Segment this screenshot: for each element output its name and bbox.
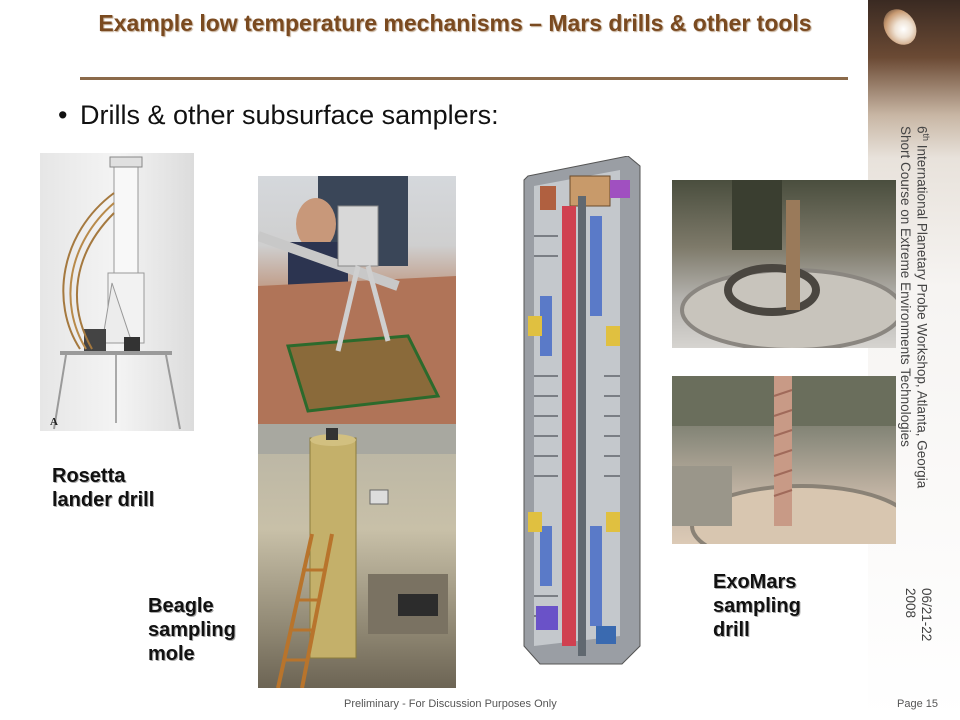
rosetta-drill-photo: A xyxy=(40,153,194,431)
page-number: Page 15 xyxy=(897,698,938,710)
title-underline xyxy=(80,77,848,80)
footer-disclaimer: Preliminary - For Discussion Purposes On… xyxy=(344,698,557,710)
date-line-2: 2008 xyxy=(903,588,918,619)
exomars-drill-cutaway xyxy=(510,156,652,666)
workshop-line-1: 6th International Planetary Probe Worksh… xyxy=(914,126,932,489)
beagle-mole-rig-photo xyxy=(258,424,456,688)
workshop-side-text: 6th International Planetary Probe Worksh… xyxy=(898,126,935,488)
corner-decoration xyxy=(868,0,960,720)
rosetta-caption: Rosetta lander drill xyxy=(52,465,155,511)
date-line-1: 06/21-22 xyxy=(919,588,934,642)
exomars-drill-photo-bottom xyxy=(672,376,896,544)
bullet-text: Drills & other subsurface samplers: xyxy=(80,100,499,130)
exomars-caption: ExoMars sampling drill xyxy=(713,571,801,641)
rosetta-panel-letter: A xyxy=(50,416,58,428)
beagle-test-photo xyxy=(258,176,456,424)
bullet-dot: • xyxy=(58,100,68,130)
exomars-drill-photo-top xyxy=(672,180,896,348)
workshop-date: 06/21-22 2008 xyxy=(902,588,934,641)
slide-title: Example low temperature mechanisms – Mar… xyxy=(98,10,812,36)
workshop-line-2: Short Course on Extreme Environments Tec… xyxy=(898,126,914,447)
beagle-caption: Beagle sampling mole xyxy=(148,595,236,665)
bullet-item: • Drills & other subsurface samplers: xyxy=(58,100,499,131)
